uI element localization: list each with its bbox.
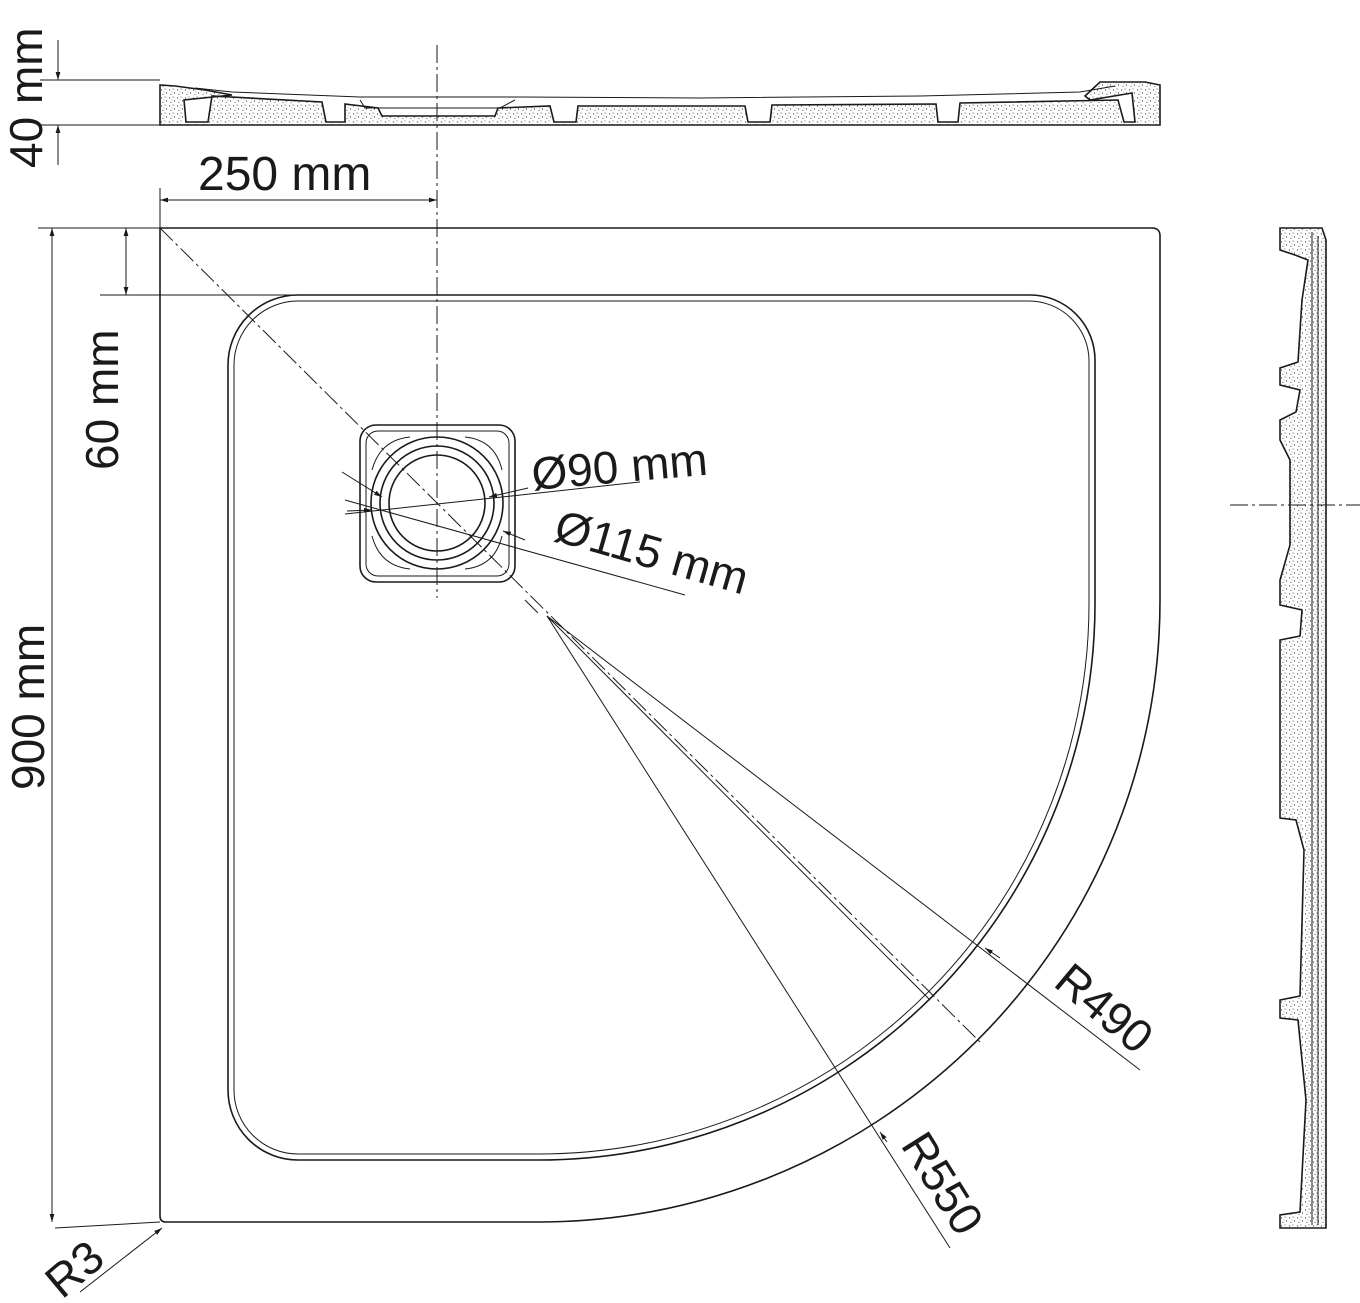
dim-label-40: 40 mm <box>0 27 52 168</box>
arrow-d115-right <box>502 530 526 541</box>
dim-label-d90: Ø90 mm <box>529 433 709 500</box>
arrow-d90-left <box>341 471 383 498</box>
dim-label-d115: Ø115 mm <box>549 500 754 605</box>
ext-line-r3 <box>54 1221 161 1229</box>
diagonal-axis <box>159 227 981 1043</box>
drain-inner-circle <box>388 454 486 552</box>
leader-r3 <box>79 1227 163 1293</box>
arrow-d115-left <box>346 507 373 513</box>
top-section-view: 40 mm <box>0 27 1161 168</box>
radius-line-550 <box>546 615 951 1249</box>
dim-900: 900 mm <box>2 227 160 1222</box>
leader-d115 <box>344 499 686 596</box>
radius-line-mid <box>546 615 931 1001</box>
side-section-body <box>1279 227 1327 1229</box>
tray-outline <box>159 227 1161 1223</box>
drain-square-inner <box>365 430 510 577</box>
dim-label-r550: R550 <box>892 1123 994 1244</box>
top-section-body <box>159 81 1161 126</box>
radius-line-490 <box>546 615 1141 1071</box>
drain-grate-lines <box>371 436 503 570</box>
arrow-d90-right <box>488 487 529 498</box>
tray-basin-outer <box>227 294 1096 1161</box>
dim-label-60: 60 mm <box>76 329 128 470</box>
dim-r3: R3 <box>35 1221 163 1303</box>
diagonal-axis-ext <box>524 599 541 616</box>
dim-label-250: 250 mm <box>198 148 371 201</box>
dim-label-r490: R490 <box>1046 953 1164 1064</box>
side-section-view <box>1230 227 1360 1229</box>
arrow-r490 <box>984 947 1001 959</box>
dim-250: 250 mm <box>159 148 437 228</box>
leader-d90 <box>344 481 641 515</box>
dim-label-r3: R3 <box>35 1230 113 1303</box>
plan-view: Ø90 mm Ø115 mm R490 R550 <box>159 227 1164 1249</box>
top-section-inner <box>194 85 1116 99</box>
tray-basin-inner <box>233 300 1090 1155</box>
dim-label-900: 900 mm <box>2 624 54 790</box>
drain-cavity-top <box>359 99 516 109</box>
drain-ring <box>379 445 495 561</box>
drain-assembly <box>359 424 516 583</box>
dim-60: 60 mm <box>76 228 298 470</box>
drain-outer-circle <box>370 436 504 570</box>
drain-square-frame <box>359 424 516 583</box>
arrow-r550 <box>879 1131 888 1143</box>
